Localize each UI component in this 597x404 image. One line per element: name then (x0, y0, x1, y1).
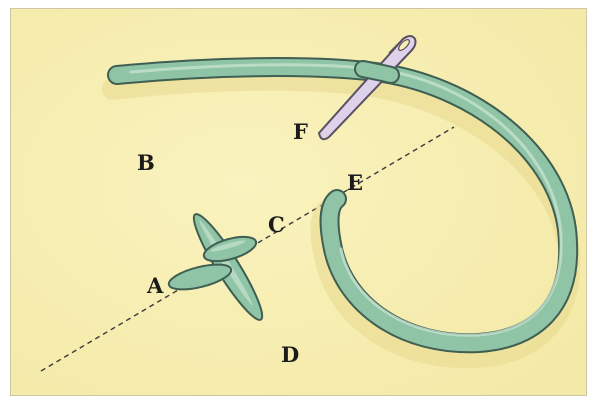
diagram-svg: B C A D E F (11, 9, 587, 396)
point-label-f: F (293, 119, 308, 144)
thread-over-needle-fill (363, 69, 391, 75)
point-label-a: A (146, 273, 164, 298)
point-label-b: B (137, 150, 155, 175)
point-label-d: D (281, 342, 299, 367)
embroidery-diagram: B C A D E F (10, 8, 587, 396)
point-label-c: C (268, 212, 285, 237)
point-label-e: E (347, 170, 363, 195)
